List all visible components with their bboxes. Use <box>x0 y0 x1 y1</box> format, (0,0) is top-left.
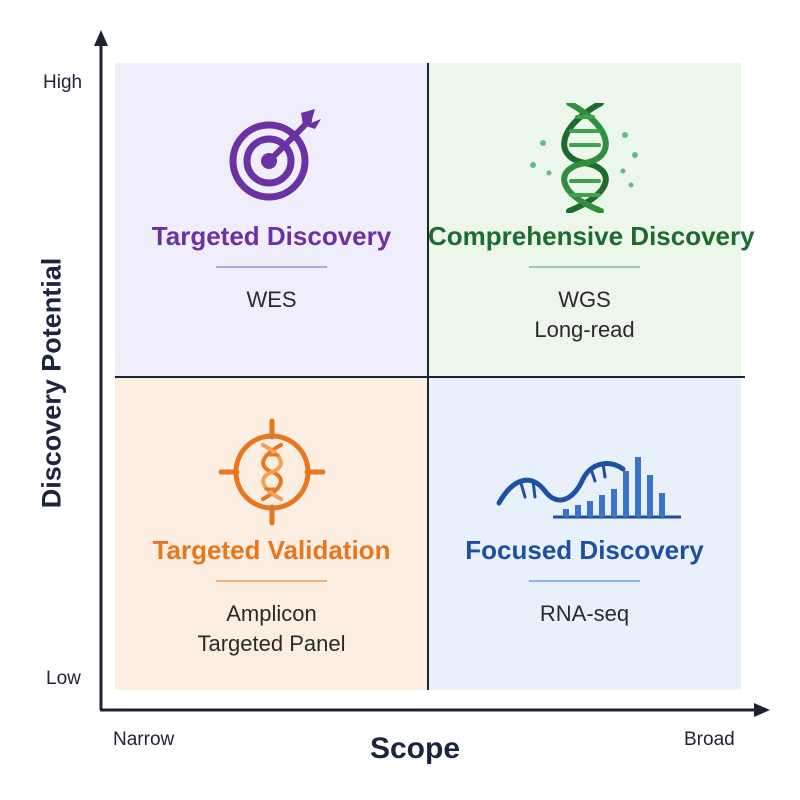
technique-list: RNA-seq <box>428 599 741 629</box>
technique-item: WGS <box>558 287 611 312</box>
crosshair-dna-icon <box>115 417 428 527</box>
title-divider <box>216 580 327 582</box>
y-tick-low: Low <box>46 668 81 689</box>
quadrant-title: Focused Discovery <box>465 535 704 565</box>
quadrant-title: Targeted Discovery <box>151 221 392 251</box>
x-axis-title: Scope <box>369 732 461 765</box>
technique-list: Amplicon Targeted Panel <box>115 599 428 659</box>
horizontal-divider <box>115 376 745 378</box>
quadrant-targeted-validation: Targeted Validation Amplicon Targeted Pa… <box>115 377 428 690</box>
y-tick-high: High <box>43 72 83 93</box>
quadrant-title: Targeted Validation <box>152 535 391 565</box>
x-tick-narrow: Narrow <box>113 729 175 750</box>
title-divider <box>529 580 640 582</box>
rna-expression-bars-icon <box>428 417 741 527</box>
quadrant-focused-discovery: Focused Discovery RNA-seq <box>428 377 741 690</box>
x-tick-broad: Broad <box>684 729 735 750</box>
x-axis-arrow <box>754 703 770 717</box>
quadrant-comprehensive-discovery: Comprehensive Discovery WGS Long-read <box>428 63 755 376</box>
quadrant-targeted-discovery: Targeted Discovery WES <box>115 63 428 376</box>
technique-item: Long-read <box>534 317 635 342</box>
quadrant-title: Comprehensive Discovery <box>428 221 755 251</box>
dna-helix-icon <box>428 103 741 213</box>
technique-list: WGS Long-read <box>428 285 741 345</box>
technique-item: Targeted Panel <box>197 631 346 656</box>
technique-item: Amplicon <box>226 601 317 626</box>
technique-item: RNA-seq <box>539 601 630 626</box>
technique-item: WES <box>246 287 297 312</box>
technique-list: WES <box>115 285 428 315</box>
y-axis-title: Discovery Potential <box>36 257 67 509</box>
target-arrow-icon <box>115 103 428 213</box>
y-axis-arrow <box>94 30 108 46</box>
title-divider <box>216 266 327 268</box>
title-divider <box>529 266 640 268</box>
